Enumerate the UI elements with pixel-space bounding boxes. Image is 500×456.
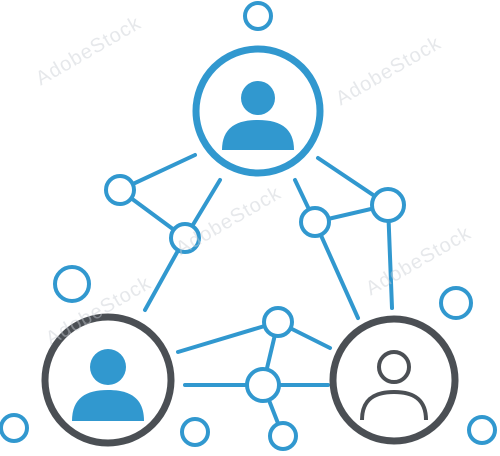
node <box>370 187 406 223</box>
person-icon <box>222 81 294 150</box>
node <box>439 286 473 320</box>
node <box>104 174 136 206</box>
node <box>180 417 210 447</box>
node <box>169 222 201 254</box>
person-outline-icon <box>360 350 428 421</box>
left-person-node <box>41 313 175 447</box>
line <box>176 320 280 354</box>
node <box>243 1 273 31</box>
node <box>53 265 91 303</box>
node <box>245 367 281 403</box>
node <box>262 306 294 338</box>
right-person-node <box>329 315 459 445</box>
person-icon <box>72 349 144 421</box>
node <box>299 206 331 238</box>
line <box>313 220 360 320</box>
node <box>467 415 497 445</box>
node <box>0 413 29 443</box>
node <box>268 421 298 451</box>
top-person-node <box>192 45 324 177</box>
